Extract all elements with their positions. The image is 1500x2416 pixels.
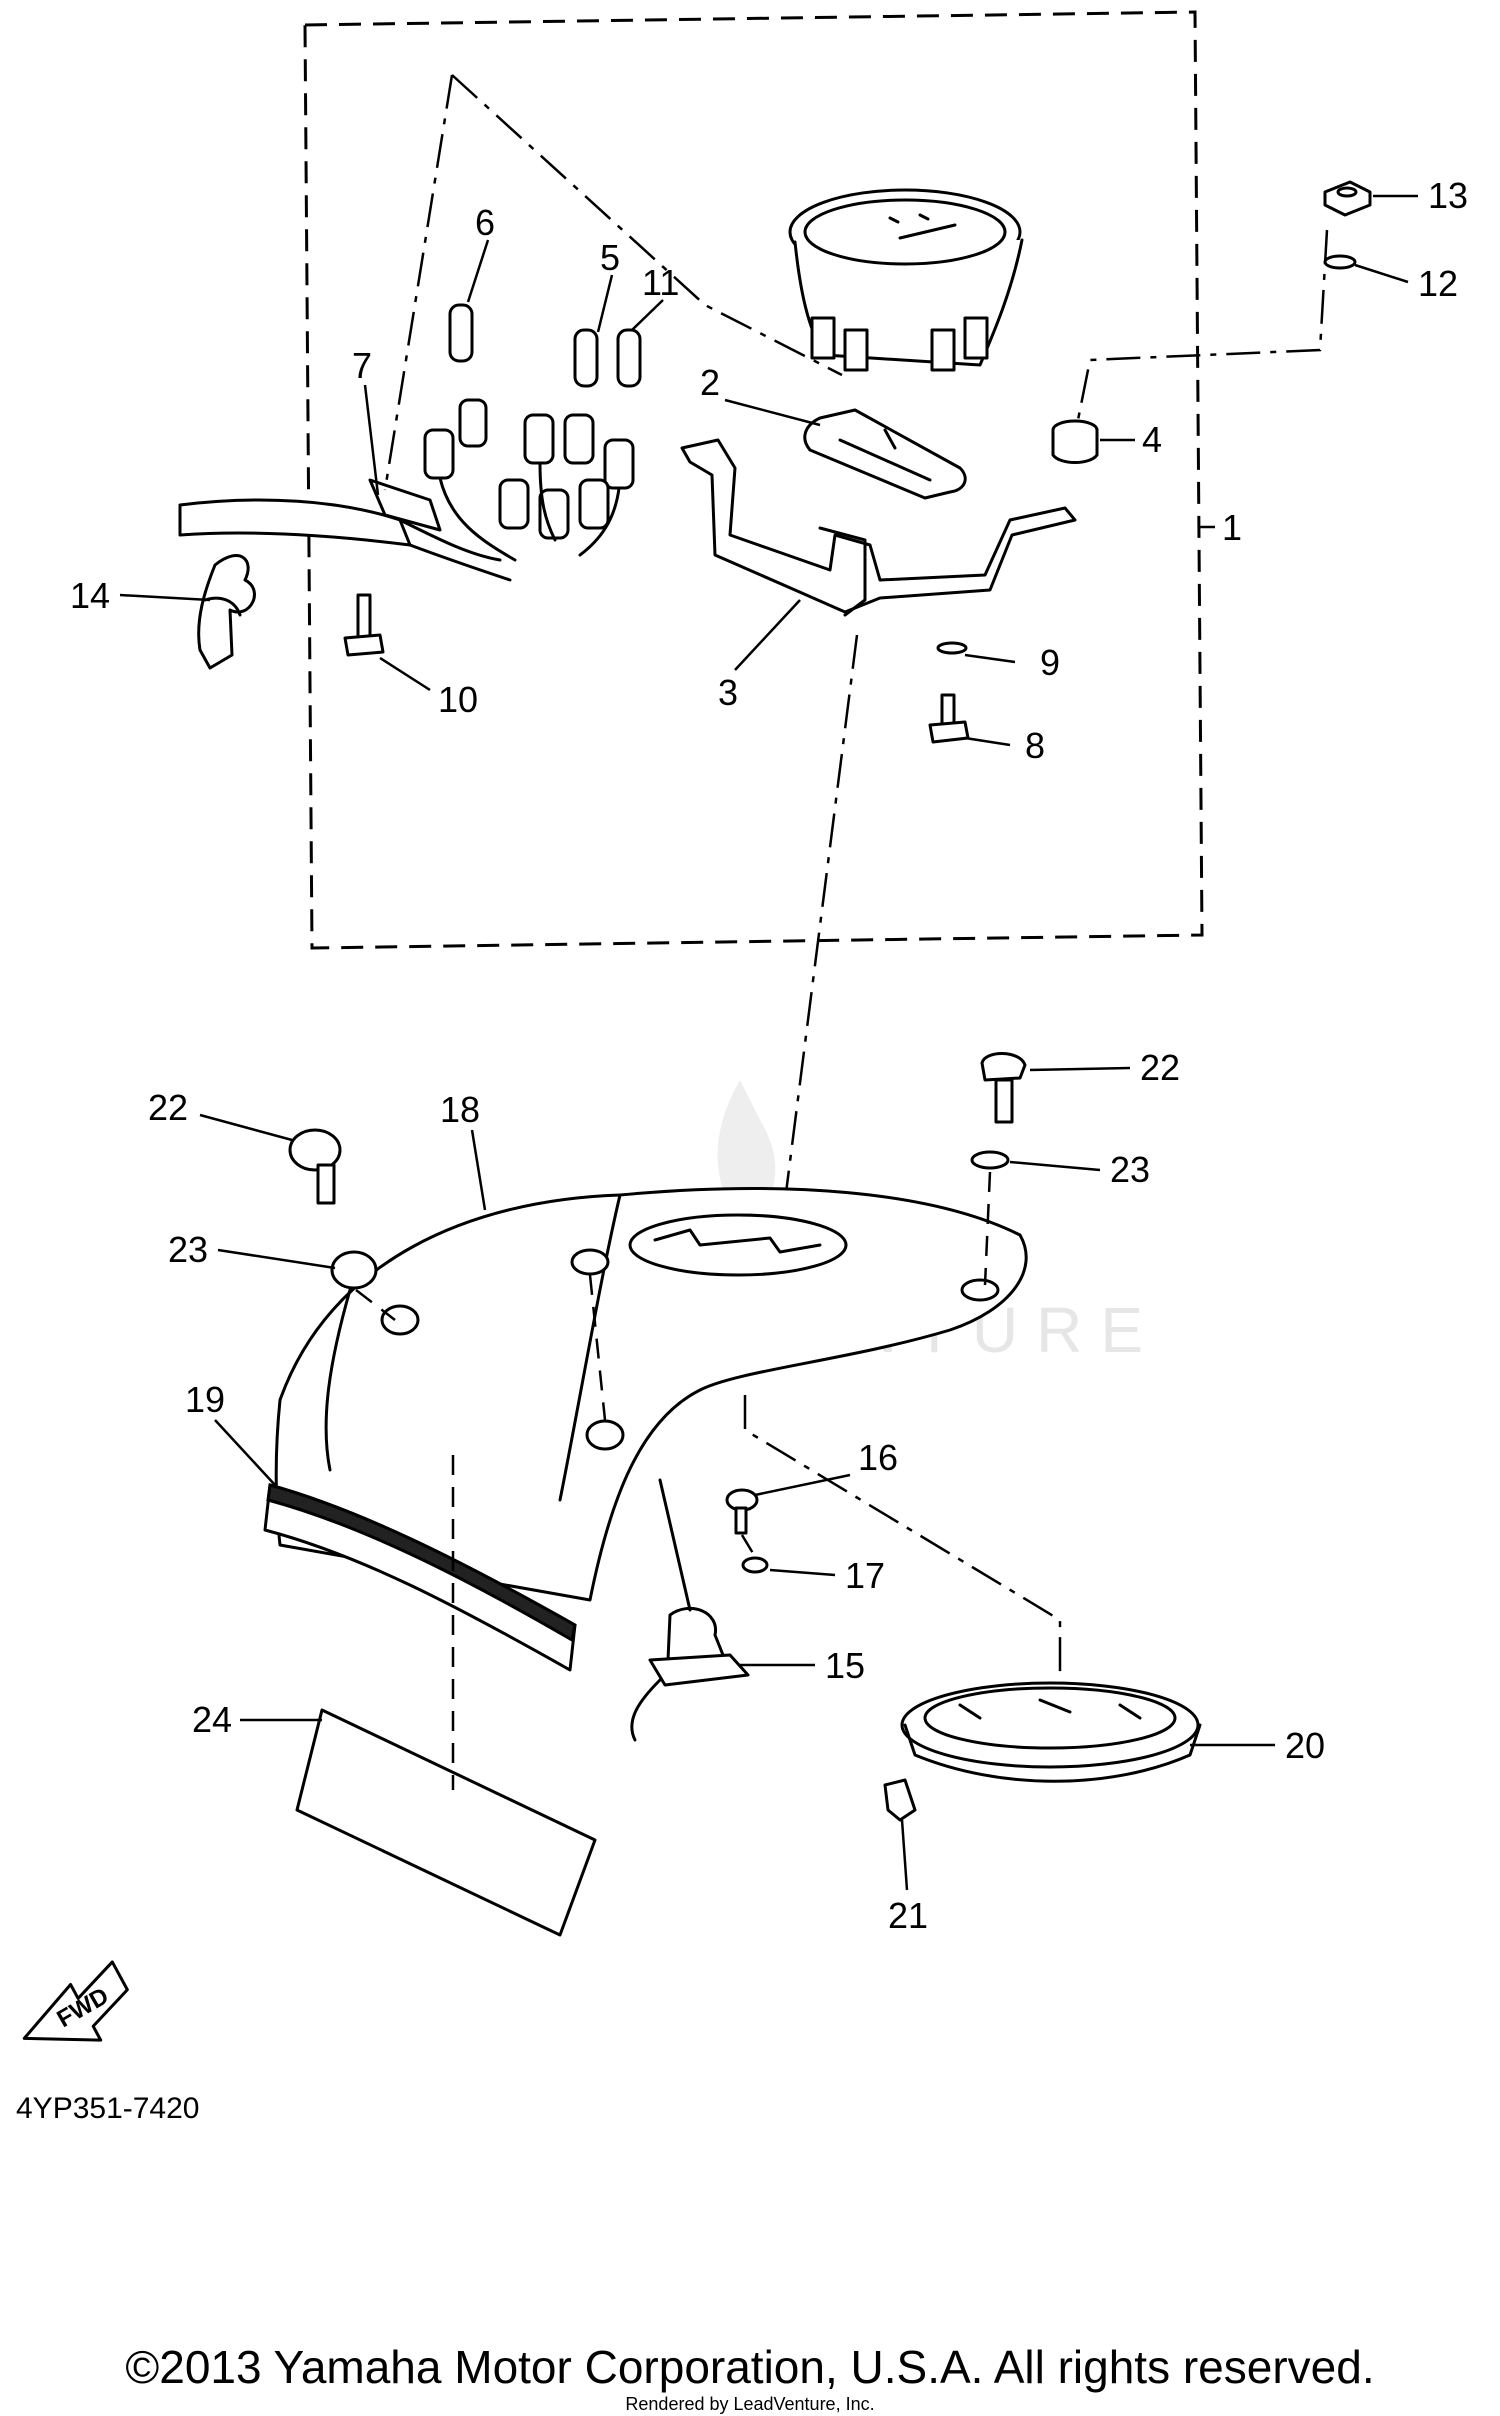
part-3-bracket <box>680 438 1077 614</box>
callout-5: 5 <box>600 237 620 278</box>
callout-22-left: 22 <box>148 1087 188 1128</box>
part-24-sticker <box>295 1708 597 1937</box>
dash-washer-left <box>355 1289 396 1321</box>
chain-bracket-to-tank <box>778 634 859 1241</box>
chain-nut-to-grommet <box>1076 229 1329 421</box>
part-9-washer <box>936 641 968 655</box>
chain-speedometer <box>451 74 843 377</box>
part-2-plate <box>803 408 967 500</box>
part-11-bulb <box>616 328 642 388</box>
part-19-edge <box>266 1483 577 1643</box>
callout-11: 11 <box>642 262 679 303</box>
dash-screw-16 <box>740 1534 756 1556</box>
chain-ring-20 <box>743 1395 1062 1680</box>
meter-assembly-boundary <box>303 10 1204 950</box>
callout-labels: 1 2 3 4 5 6 7 8 9 10 11 12 13 14 15 16 1… <box>70 175 1468 1936</box>
part-5-bulb <box>573 328 599 388</box>
callout-15: 15 <box>825 1645 865 1686</box>
part-13-nut <box>1323 180 1372 217</box>
callout-23-left: 23 <box>168 1229 208 1270</box>
callout-23-right: 23 <box>1110 1149 1150 1190</box>
callout-24: 24 <box>192 1699 232 1740</box>
part-15-switch <box>630 1606 750 1742</box>
fwd-arrow-icon: FWD <box>22 1960 129 2042</box>
part-2-detail <box>838 428 932 482</box>
dash-center-hole <box>588 1274 607 1421</box>
callout-4: 4 <box>1142 419 1162 460</box>
speedometer-unit <box>788 188 1024 372</box>
part-20-ring <box>900 1681 1202 1783</box>
chain-harness <box>383 74 454 491</box>
callout-13: 13 <box>1428 175 1468 216</box>
part-22-bolt-left <box>288 1128 342 1205</box>
bulb-socket-harness <box>178 398 635 582</box>
part-10-screw <box>343 593 385 657</box>
callout-19: 19 <box>185 1379 225 1420</box>
callout-12: 12 <box>1418 263 1458 304</box>
callout-2: 2 <box>700 362 720 403</box>
part-18-tank-cover <box>274 1186 1028 1602</box>
callout-18: 18 <box>440 1089 480 1130</box>
callout-20: 20 <box>1285 1725 1325 1766</box>
callout-16: 16 <box>858 1437 898 1478</box>
part-21-clip <box>883 1778 917 1822</box>
part-12-washer <box>1323 254 1357 270</box>
part-3-clip <box>818 526 867 617</box>
callout-21: 21 <box>888 1895 928 1936</box>
part-22-bolt-right <box>980 1052 1027 1124</box>
part-17-washer <box>741 1556 769 1574</box>
part-8-screw <box>928 693 970 744</box>
callout-3: 3 <box>718 672 738 713</box>
callout-9: 9 <box>1040 642 1060 683</box>
dash-washer-right <box>983 1171 992 1286</box>
callout-leaders <box>119 194 1418 1891</box>
callout-14: 14 <box>70 575 110 616</box>
part-16-screw <box>725 1488 759 1535</box>
callout-1: 1 <box>1222 507 1242 548</box>
copyright-notice: ©2013 Yamaha Motor Corporation, U.S.A. A… <box>125 2341 1375 2393</box>
rendered-by-note: Rendered by LeadVenture, Inc. <box>625 2394 875 2414</box>
leader-switch <box>658 1478 692 1612</box>
diagram-code: 4YP351-7420 <box>16 2092 200 2125</box>
callout-6: 6 <box>475 202 495 243</box>
part-23-washer-left <box>330 1250 378 1290</box>
callout-10: 10 <box>438 679 478 720</box>
callout-17: 17 <box>845 1555 885 1596</box>
part-6-bulb <box>448 303 474 363</box>
part-4-grommet <box>1051 419 1099 464</box>
callout-8: 8 <box>1025 725 1045 766</box>
part-14-clamp <box>197 554 256 670</box>
callout-22-right: 22 <box>1140 1047 1180 1088</box>
part-23-washer-right <box>970 1150 1010 1170</box>
callout-7: 7 <box>352 345 372 386</box>
